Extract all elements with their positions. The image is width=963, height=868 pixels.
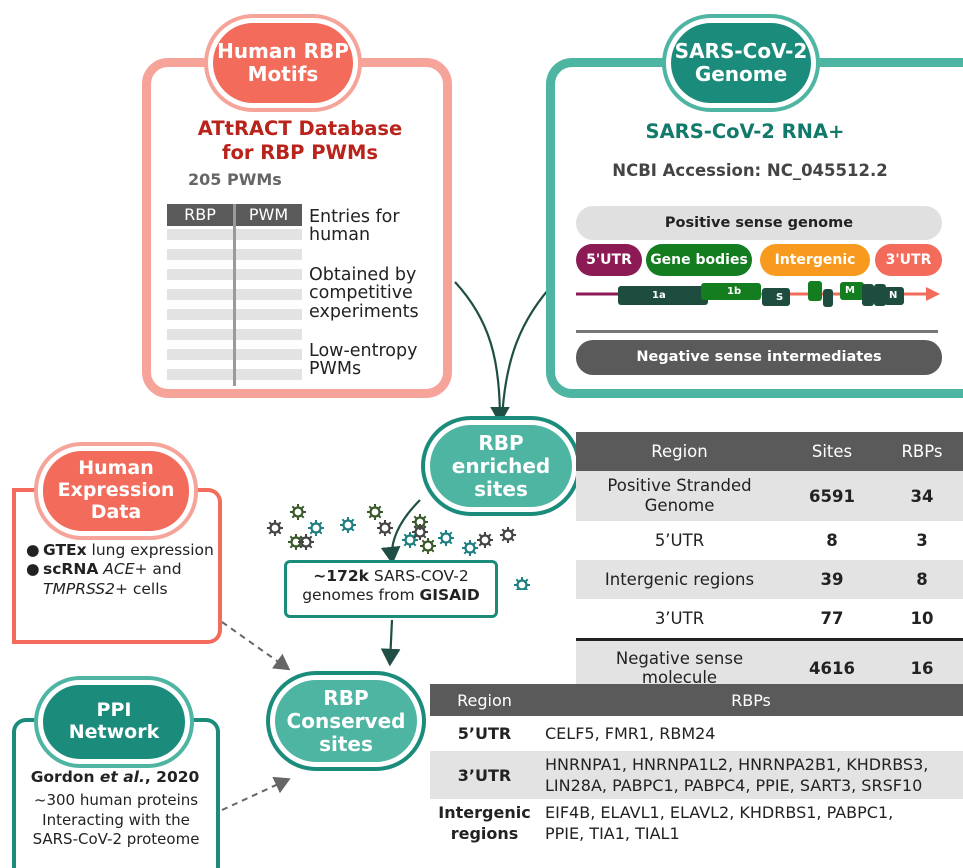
tmprss2-label: TMPRSS2+ — [43, 579, 128, 598]
scrna-label: scRNA — [43, 560, 99, 579]
arrow-enriched-to-genomes — [380, 499, 421, 565]
region-cell: 5’UTR — [654, 531, 705, 550]
cells-text: cells — [127, 579, 168, 598]
note-entries: Entries for human — [309, 207, 400, 246]
pwm-count: 205 PWMs — [188, 170, 282, 189]
sites-header-region: Region — [576, 432, 783, 471]
table-row: 5’UTR 8 3 — [576, 521, 963, 560]
region-cell: Positive Stranded Genome — [607, 476, 752, 515]
arrow-genomes-to-conserved — [380, 619, 401, 667]
rbps-cell: 34 — [910, 486, 934, 506]
rbps-cell: 3 — [916, 531, 928, 550]
gene-label-1a: 1a — [652, 290, 666, 301]
region-3utr: 3'UTR — [875, 244, 942, 276]
ncbi-accession: NCBI Accession: NC_045512.2 — [612, 161, 888, 180]
rbp-motifs-title: Human RBP Motifs — [208, 18, 358, 108]
rbps-cell: CELF5, FMR1, RBM24 — [545, 724, 716, 743]
ace-label: ACE+ — [103, 560, 148, 579]
genome-title: SARS-CoV-2 Genome — [666, 18, 816, 108]
rbps-cell: 8 — [916, 570, 928, 589]
negative-sense-bar: Negative sense intermediates — [576, 340, 942, 375]
region-intergenic: Intergenic — [760, 244, 870, 276]
gtex-label: GTEx — [43, 541, 87, 559]
genomes-text: SARS-COV-2 genomes from — [302, 567, 469, 605]
sites-cell: 8 — [826, 531, 838, 550]
and-text: and — [147, 560, 182, 579]
gene-label-s: S — [776, 292, 784, 303]
arrow-expression-to-conserved — [221, 621, 291, 671]
pwm-mini-table: RBP PWM — [167, 204, 302, 386]
attract-database-label: ATtRACT Database for RBP PWMs — [197, 117, 403, 165]
gene-label-n: N — [889, 290, 898, 301]
gtex-desc: lung expression — [86, 541, 214, 559]
region-cell: 5’UTR — [457, 724, 512, 743]
note-competitive: Obtained by competitive experiments — [309, 265, 419, 322]
table-row: 3’UTR HNRNPA1, HNRNPA1L2, HNRNPA2B1, KHD… — [430, 751, 963, 799]
table-divider — [576, 638, 963, 641]
rbp-table-header-region: Region — [430, 684, 539, 716]
gene-label-1b: 1b — [727, 286, 742, 297]
region-cell: Negative sense molecule — [615, 649, 744, 687]
sites-cell: 39 — [820, 570, 844, 589]
expression-title: Human Expression Data — [38, 446, 194, 536]
genome-map — [576, 281, 940, 307]
rbp-conserved-sites: RBP Conserved sites — [270, 675, 422, 767]
ppi-description: ~300 human proteins Interacting with the… — [32, 791, 200, 848]
separator-line — [576, 330, 938, 333]
rbps-cell: EIF4B, ELAVL1, ELAVL2, KHDRBS1, PABPC1, … — [545, 803, 894, 843]
region-cell: Intergenic regions — [604, 570, 755, 589]
table-row: Intergenic regions 39 8 — [576, 560, 963, 599]
table-row: Positive Stranded Genome 6591 34 — [576, 471, 963, 521]
rbps-cell: 10 — [910, 609, 934, 628]
region-cell: 3’UTR — [457, 765, 512, 785]
ppi-citation: Gordon et al., 2020 — [20, 768, 210, 786]
table-row: 3’UTR 77 10 — [576, 599, 963, 638]
arrow-ppi-to-conserved — [221, 776, 291, 811]
region-5utr: 5'UTR — [576, 244, 642, 276]
rbps-cell: HNRNPA1, HNRNPA1L2, HNRNPA2B1, KHDRBS3, … — [545, 755, 929, 795]
sites-header-sites: Sites — [783, 432, 881, 471]
mini-table-pwm-header: PWM — [248, 205, 289, 224]
positive-sense-bar: Positive sense genome — [576, 206, 942, 240]
sites-cell: 6591 — [809, 486, 855, 506]
gisaid-source: GISAID — [419, 586, 480, 605]
region-cell: Intergenic regions — [438, 803, 531, 843]
table-row: Intergenic regions EIF4B, ELAVL1, ELAVL2… — [430, 799, 963, 847]
rbp-enriched-sites: RBP enriched sites — [425, 420, 577, 512]
bullet-gtex: ●GTEx lung expression — [26, 541, 214, 559]
genome-subtitle: SARS-CoV-2 RNA+ — [645, 120, 845, 143]
rbp-table-header-rbps: RBPs — [539, 684, 963, 716]
expression-bullets: ●GTEx lung expression ●scRNA ACE+ and TM… — [26, 541, 216, 599]
arrow-motifs-to-enriched — [454, 281, 510, 425]
arrow-genome-to-enriched — [500, 281, 556, 421]
region-gene-bodies: Gene bodies — [646, 244, 752, 276]
gene-label-m: M — [845, 285, 855, 296]
sites-cell: 77 — [820, 609, 844, 628]
rbp-table: Region RBPs 5’UTR CELF5, FMR1, RBM24 3’U… — [430, 684, 963, 847]
sites-cell: 4616 — [809, 658, 855, 678]
sites-header-rbps: RBPs — [881, 432, 963, 471]
gisaid-genomes-box: ~172k SARS-COV-2 genomes from GISAID — [284, 560, 498, 618]
rbps-cell: 16 — [910, 658, 934, 678]
genome-count: ~172k — [313, 567, 369, 585]
citation-author: Gordon — [30, 768, 100, 786]
region-cell: 3’UTR — [654, 609, 705, 628]
bullet-scrna: ●scRNA ACE+ and TMPRSS2+ cells — [26, 560, 182, 598]
ppi-title: PPI Network — [38, 680, 190, 764]
mini-table-rbp-header: RBP — [184, 205, 216, 224]
table-row: 5’UTR CELF5, FMR1, RBM24 — [430, 716, 963, 751]
citation-etal: et al. — [99, 768, 145, 786]
citation-year: , 2020 — [144, 768, 200, 786]
sites-table: Region Sites RBPs Positive Stranded Geno… — [576, 432, 963, 695]
expression-panel-left-edge — [12, 488, 16, 644]
note-low-entropy: Low-entropy PWMs — [309, 341, 418, 380]
